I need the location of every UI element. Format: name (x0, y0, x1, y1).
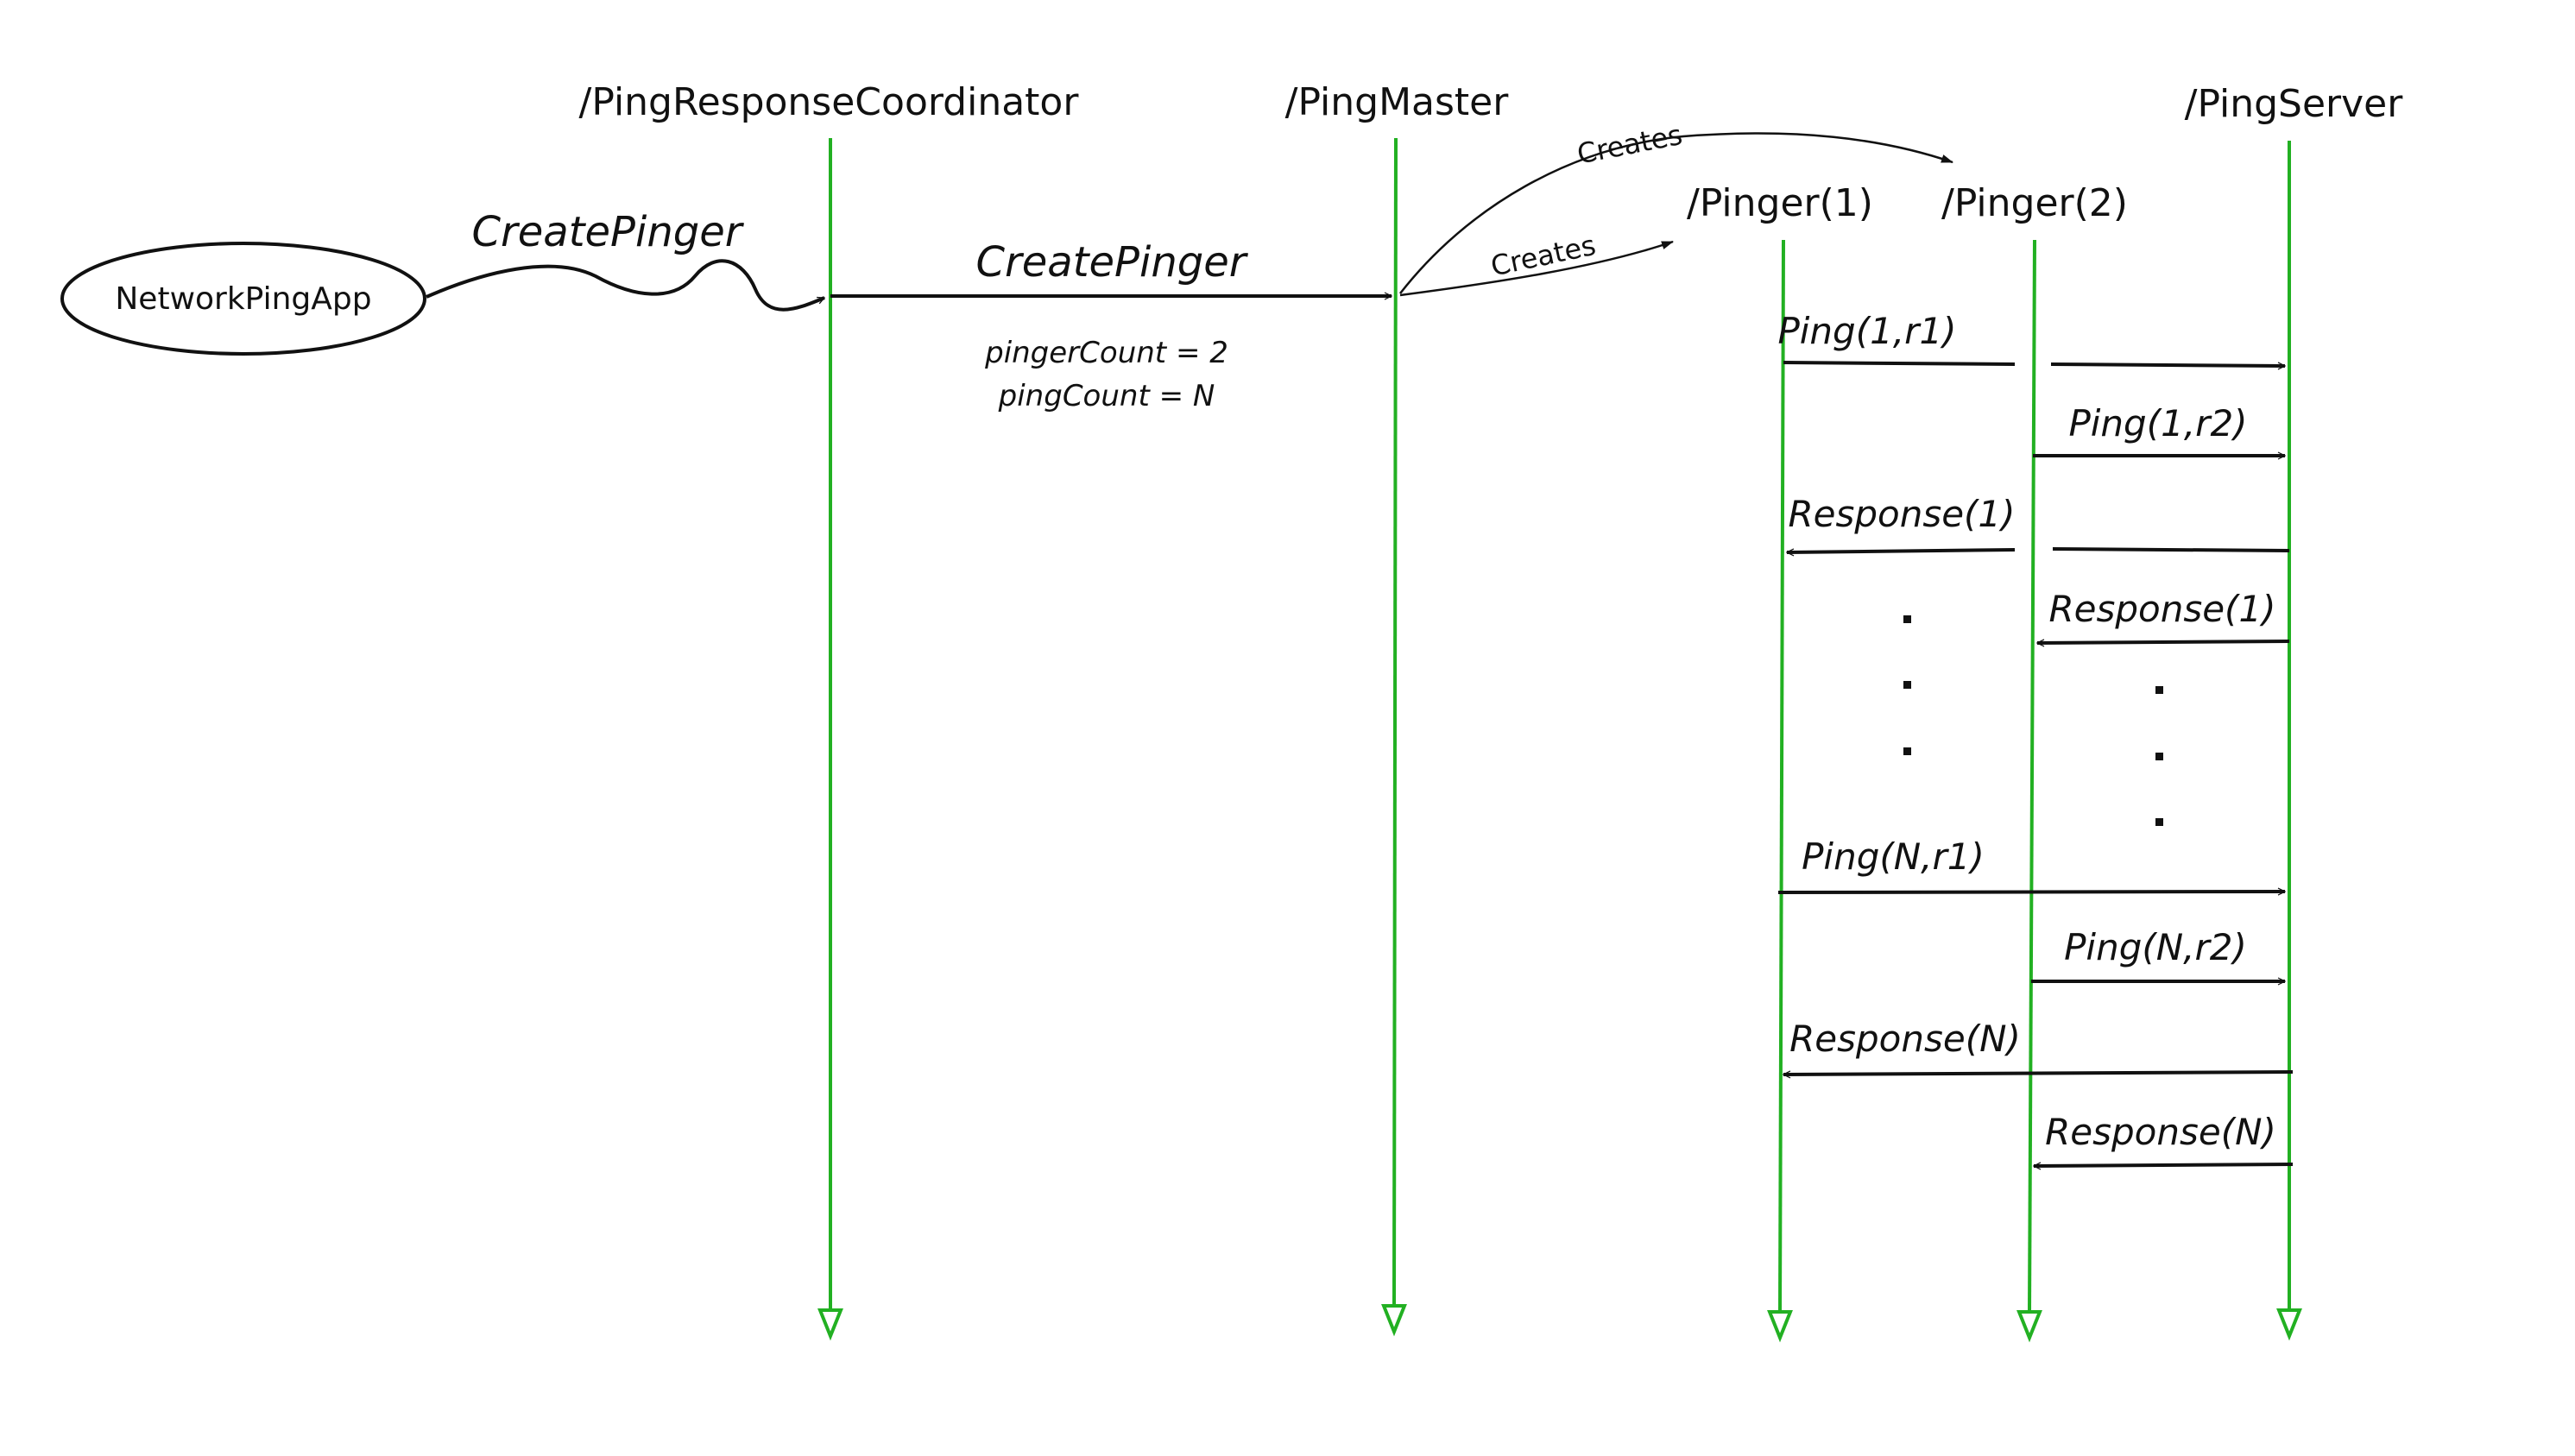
message-label: Ping(N,r2) (2064, 926, 2247, 968)
creates-label-pinger2: Creates (1575, 118, 1685, 171)
message-label: Response(1) (1788, 493, 2015, 535)
message-response-1-to-pinger2: Response(1) (2037, 588, 2290, 643)
lifeline-pinger2 (2016, 239, 2042, 1343)
lifeline-coordinator (817, 138, 843, 1341)
message-ping-1-r1: Ping(1,r1) (1777, 310, 2285, 366)
message-label: Response(N) (1789, 1018, 2021, 1060)
creates-arrow-pinger1 (1399, 240, 1674, 297)
lifeline-header-coordinator: /PingResponseCoordinator (579, 80, 1080, 124)
message-response-n-to-pinger2: Response(N) (2034, 1111, 2294, 1166)
creates-arrow-pinger2 (1399, 132, 1953, 294)
lifeline-pinger1 (1767, 239, 1793, 1343)
lifeline-header-pinger2: /Pinger(2) (1941, 181, 2128, 225)
message-label: Ping(N,r1) (1802, 835, 1985, 878)
message-label: Ping(1,r1) (1777, 310, 1956, 352)
actor-label: NetworkPingApp (115, 281, 371, 317)
message-label: Ping(1,r2) (2068, 402, 2247, 444)
param-ping-count: pingCount = N (998, 379, 1215, 413)
message-label: Response(1) (2048, 588, 2275, 630)
actor-ellipse (60, 242, 426, 356)
message-label: Response(N) (2045, 1111, 2276, 1153)
message-response-1-to-pinger1: Response(1) (1787, 493, 2290, 552)
lifeline-header-pinger1: /Pinger(1) (1687, 181, 1873, 225)
create-pinger-label-1: CreatePinger (472, 208, 745, 256)
ellipsis-pinger2 (2155, 686, 2163, 826)
lifeline-master (1381, 137, 1407, 1337)
message-ping-n-r2: Ping(N,r2) (2031, 926, 2285, 981)
lifeline-server (2276, 141, 2302, 1341)
param-pinger-count: pingerCount = 2 (984, 336, 1228, 370)
message-response-n-to-pinger1: Response(N) (1783, 1018, 2294, 1075)
create-pinger-wavy-arrow (426, 259, 824, 312)
lifeline-header-server: /PingServer (2185, 82, 2404, 126)
message-ping-1-r2: Ping(1,r2) (2033, 402, 2285, 456)
ellipsis-pinger1 (1903, 615, 1911, 755)
create-pinger-label-2: CreatePinger (976, 238, 1249, 287)
lifeline-header-master: /PingMaster (1285, 80, 1510, 124)
message-ping-n-r1: Ping(N,r1) (1777, 835, 2285, 892)
